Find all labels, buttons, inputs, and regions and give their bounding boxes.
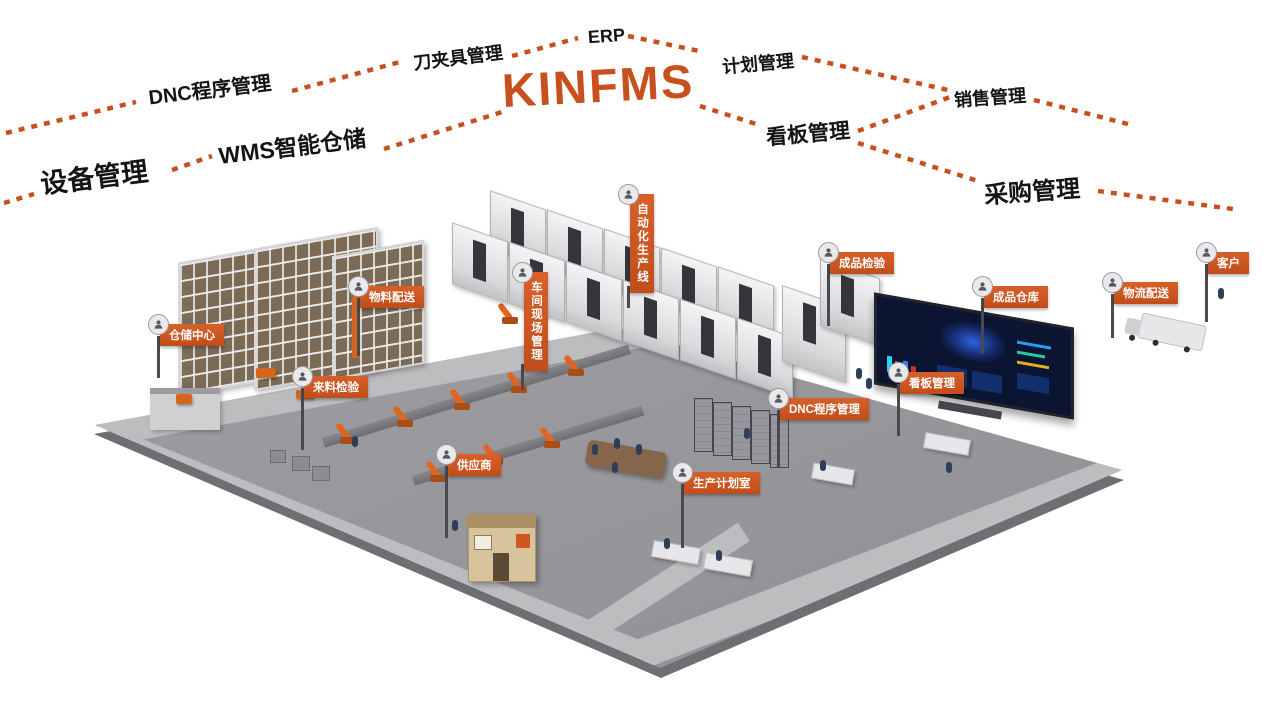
zone-flag-workshop-management: 车间现场管理 xyxy=(512,262,548,390)
person-badge-icon xyxy=(818,242,839,263)
person-figure xyxy=(1218,288,1224,299)
person-badge-icon xyxy=(348,276,369,297)
person-badge-icon xyxy=(292,366,313,387)
zone-flag-supplier: 供应商 xyxy=(436,444,501,538)
person-badge-icon xyxy=(512,262,533,283)
zone-flag-kanban-management: 看板管理 xyxy=(888,362,964,436)
robot-arm xyxy=(424,456,448,482)
zone-flag-label: 仓储中心 xyxy=(160,324,224,346)
person-badge-icon xyxy=(1102,272,1123,293)
zone-flag-label: 生产计划室 xyxy=(684,472,760,494)
server-rack xyxy=(770,414,789,468)
callout-label-sales: 销售管理 xyxy=(953,85,1027,111)
brand-title: KINFMS xyxy=(500,54,696,117)
zone-flag-production-planning: 生产计划室 xyxy=(672,462,760,548)
zone-flag-automated-line: 自动化生产线 xyxy=(618,184,654,308)
person-figure xyxy=(614,438,620,449)
zone-flag-material-delivery: 物料配送 xyxy=(348,276,424,356)
zone-flag-logistics-delivery: 物流配送 xyxy=(1102,272,1178,338)
person-badge-icon xyxy=(1196,242,1217,263)
zone-flag-storage-center: 仓储中心 xyxy=(148,314,224,378)
zone-flag-label: 自动化生产线 xyxy=(630,194,654,293)
kiosk-building xyxy=(466,514,536,582)
person-figure xyxy=(820,460,826,471)
person-figure xyxy=(856,368,862,379)
robot-arm xyxy=(448,384,472,410)
callout-label-erp: ERP xyxy=(587,24,626,48)
zone-flag-label: 成品检验 xyxy=(830,252,894,274)
zone-flag-label: 物料配送 xyxy=(360,286,424,308)
robot-arm xyxy=(505,367,529,393)
callout-label-equipment: 设备管理 xyxy=(38,156,150,200)
person-figure xyxy=(612,462,618,473)
robot-arm xyxy=(334,418,358,444)
dashboard-line xyxy=(1017,360,1049,370)
delivery-truck xyxy=(1120,306,1214,369)
callout-label-tooling: 刀夹具管理 xyxy=(412,42,505,74)
zone-flag-label: 物流配送 xyxy=(1114,282,1178,304)
zone-flag-label: 客户 xyxy=(1208,252,1249,274)
dashboard-panel xyxy=(972,370,1002,394)
robot-arm xyxy=(562,350,586,376)
zone-flag-customer: 客户 xyxy=(1196,242,1249,322)
pallet-stack xyxy=(292,456,310,471)
person-badge-icon xyxy=(768,388,789,409)
zone-flag-label: DNC程序管理 xyxy=(780,398,869,420)
pallet-stack xyxy=(312,466,330,481)
server-rack xyxy=(713,402,732,456)
agv-cart xyxy=(256,368,276,378)
forklift xyxy=(176,394,192,404)
person-figure xyxy=(744,428,750,439)
person-figure xyxy=(636,444,642,455)
person-badge-icon xyxy=(618,184,639,205)
server-rack xyxy=(694,398,713,452)
dashboard-line xyxy=(1017,350,1045,359)
zone-flag-label: 成品仓库 xyxy=(984,286,1048,308)
zone-flag-label: 供应商 xyxy=(448,454,501,476)
zone-flag-label: 来料检验 xyxy=(304,376,368,398)
zone-flag-incoming-inspection: 来料检验 xyxy=(292,366,368,450)
server-rack xyxy=(732,406,751,460)
zone-flag-label: 车间现场管理 xyxy=(524,272,548,371)
zone-flag-label: 看板管理 xyxy=(900,372,964,394)
person-badge-icon xyxy=(148,314,169,335)
server-rack xyxy=(751,410,770,464)
person-badge-icon xyxy=(436,444,457,465)
person-badge-icon xyxy=(888,362,909,383)
person-figure xyxy=(592,444,598,455)
robot-arm xyxy=(538,422,562,448)
person-badge-icon xyxy=(672,462,693,483)
zone-flag-finished-inspection: 成品检验 xyxy=(818,242,894,326)
robot-arm xyxy=(391,401,415,427)
callout-label-dnc: DNC程序管理 xyxy=(147,72,273,110)
person-figure xyxy=(452,520,458,531)
person-figure xyxy=(866,378,872,389)
callout-label-kanban: 看板管理 xyxy=(765,119,851,150)
person-figure xyxy=(716,550,722,561)
dashboard-panel xyxy=(1017,372,1049,395)
callout-label-wms: WMS智能仓储 xyxy=(217,125,368,169)
dashboard-map-chart xyxy=(941,317,1005,367)
person-figure xyxy=(664,538,670,549)
person-badge-icon xyxy=(972,276,993,297)
callout-label-planning: 计划管理 xyxy=(721,50,795,78)
zone-flag-dnc-program: DNC程序管理 xyxy=(768,388,869,468)
robot-arm xyxy=(496,298,520,324)
dashboard-screen xyxy=(874,292,1074,420)
pallet-stack xyxy=(270,450,286,463)
dashboard-line xyxy=(1017,340,1051,350)
stacker-crane xyxy=(352,296,360,358)
warehouse-rack xyxy=(332,239,424,381)
person-figure xyxy=(352,436,358,447)
callout-label-procurement: 采购管理 xyxy=(983,175,1082,210)
person-figure xyxy=(946,462,952,473)
zone-flag-finished-warehouse: 成品仓库 xyxy=(972,276,1048,354)
